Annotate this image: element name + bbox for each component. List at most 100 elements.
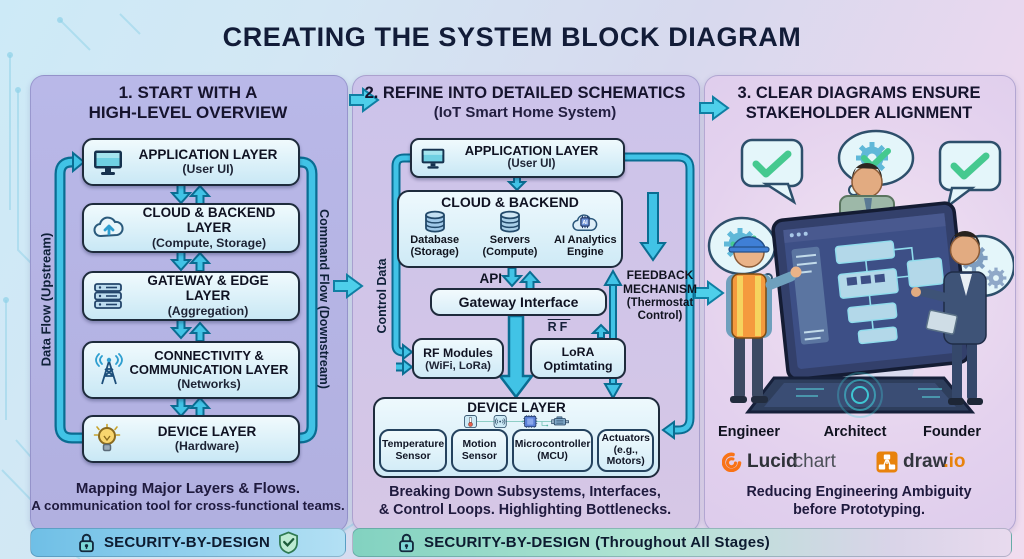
cloud-upload-icon	[93, 216, 124, 237]
device-circuit-icons	[464, 415, 570, 429]
cloud-item-label: Servers	[489, 234, 531, 246]
check-icon	[752, 150, 792, 178]
lucidchart-text-bold: Lucid	[747, 451, 798, 472]
speech-bubble-check-right	[938, 140, 1002, 210]
pill-line: Microcontroller	[514, 438, 591, 450]
app-layer-box: APPLICATION LAYER (User UI)	[410, 138, 625, 178]
panel3-heading-line1: 3. CLEAR DIAGRAMS ENSURE	[737, 84, 981, 102]
check-icon	[950, 152, 990, 180]
device-pill-microcontroller: Microcontroller (MCU)	[511, 429, 594, 472]
lucidchart-text-light: chart	[793, 451, 836, 472]
gateway-interface-label: Gateway Interface	[458, 294, 579, 310]
role-label-founder: Founder	[923, 424, 981, 440]
rf-modules-line2: (WiFi, LoRa)	[425, 359, 491, 372]
motor-icon	[551, 416, 569, 426]
lora-line2: Optimtating	[543, 358, 613, 373]
rf-modules-box: RF Modules (WiFi, LoRa)	[412, 338, 504, 379]
panel1-caption-line1: Mapping Major Layers & Flows.	[75, 480, 301, 497]
pill-line: Actuators	[601, 433, 650, 445]
feedback-line: MECHANISM	[623, 281, 697, 296]
layer-subtitle: (User UI)	[182, 162, 234, 177]
database-icon	[424, 210, 445, 233]
device-label-row: Temperature Sensor Motion Sensor Microco…	[375, 428, 658, 476]
layer-subtitle: (Compute, Storage)	[151, 235, 267, 250]
security-label: SECURITY-BY-DESIGN	[103, 534, 271, 551]
monitor-icon	[94, 150, 122, 175]
cloud-item-database: Database (Storage)	[399, 210, 471, 259]
feedback-mechanism-label: FEEDBACK MECHANISM (Thermostat Control)	[616, 268, 704, 323]
panel2-heading: 2. REFINE INTO DETAILED SCHEMATICS (IoT …	[352, 84, 698, 122]
shield-check-icon	[279, 531, 299, 554]
drawio-mark-icon	[876, 451, 898, 473]
gateway-interface-box: Gateway Interface	[430, 288, 607, 316]
gear-icon	[985, 267, 1007, 289]
panel1-heading-line2: HIGH-LEVEL OVERVIEW	[88, 103, 288, 123]
cloud-item-label: AI Analytics	[554, 234, 617, 246]
security-by-design-bar-1: SECURITY-BY-DESIGN	[30, 528, 346, 557]
cloud-backend-items: Database (Storage) Servers (Compute) AI …	[397, 210, 623, 259]
lucidchart-logo: Lucidchart	[722, 451, 836, 473]
panel1-heading: 1. START WITH A HIGH-LEVEL OVERVIEW	[30, 83, 346, 124]
lucidchart-mark-icon	[722, 452, 742, 472]
upstream-flow-label: Data Flow (Upstream)	[38, 232, 54, 367]
lock-icon	[399, 533, 414, 552]
downstream-flow-label: Command Flow (Downstream)	[317, 209, 331, 389]
antenna-icon	[95, 353, 123, 385]
motion-sensor-icon	[493, 415, 507, 429]
security-by-design-bar-2: SECURITY-BY-DESIGN (Throughout All Stage…	[352, 528, 1012, 557]
monitor-icon	[421, 148, 445, 169]
pill-line: Sensor	[461, 450, 498, 462]
feedback-line: Control)	[637, 309, 683, 322]
thermometer-icon	[464, 415, 478, 429]
panel3-caption-line1: Reducing Engineering Ambiguity	[746, 484, 972, 500]
layer-title: DEVICE LAYER	[157, 423, 257, 439]
layer-title: GATEWAY & EDGE LAYER	[147, 273, 269, 303]
cloud-item-ai-analytics: AI AI Analytics Engine	[549, 210, 621, 259]
pill-line: Temperature	[382, 438, 445, 450]
app-layer-title: APPLICATION LAYER	[464, 143, 599, 159]
drawio-text-accent: .io	[943, 451, 966, 472]
pill-line: (e.g., Motors)	[606, 444, 645, 468]
pill-line: Motion	[462, 438, 497, 450]
layer-subtitle: (Aggregation)	[167, 303, 249, 318]
role-label-architect: Architect	[823, 424, 887, 440]
rf-modules-line1: RF Modules	[423, 345, 493, 360]
panel2-caption-line2: & Control Loops. Highlighting Bottleneck…	[378, 502, 672, 518]
lora-optimizing-box: LoRA Optimtating	[530, 338, 626, 379]
rf-label: RF	[547, 320, 571, 334]
presentation-screen	[771, 201, 971, 382]
app-layer-subtitle: (User UI)	[507, 158, 556, 171]
layer-box-application: APPLICATION LAYER (User UI)	[82, 138, 300, 186]
cloud-item-label2: (Compute)	[482, 246, 538, 259]
drawio-logo: draw.io	[876, 451, 966, 473]
layer-box-cloud-backend: CLOUD & BACKEND LAYER (Compute, Storage)	[82, 203, 300, 253]
svg-text:AI: AI	[583, 220, 589, 226]
api-label: API	[479, 271, 502, 286]
cloud-backend-title: CLOUD & BACKEND	[441, 194, 579, 210]
cloud-item-servers: Servers (Compute)	[474, 210, 546, 259]
cloud-item-label2: (Storage)	[410, 246, 459, 259]
device-pill-temperature: Temperature Sensor	[379, 429, 448, 472]
layer-box-device: DEVICE LAYER (Hardware)	[82, 415, 300, 463]
layer-title: CONNECTIVITY & COMMUNICATION LAYER	[129, 347, 289, 377]
layer-title: APPLICATION LAYER	[138, 146, 278, 162]
panel2-caption-line1: Breaking Down Subsystems, Interfaces,	[389, 484, 661, 500]
panel3-heading-line2: STAKEHOLDER ALIGNMENT	[745, 103, 973, 122]
layer-subtitle: (Networks)	[177, 376, 241, 391]
page-title: CREATING THE SYSTEM BLOCK DIAGRAM	[222, 22, 802, 52]
engineer-figure	[726, 236, 802, 403]
panel3-heading: 3. CLEAR DIAGRAMS ENSURE STAKEHOLDER ALI…	[704, 84, 1014, 124]
ai-chip-cloud-icon: AI	[572, 214, 598, 231]
servers-icon	[500, 210, 520, 233]
pill-line: Sensor	[395, 450, 431, 462]
panel1-heading-line1: 1. START WITH A	[118, 83, 258, 102]
lock-icon	[79, 533, 94, 552]
speech-bubble-check-left	[740, 138, 804, 205]
device-pill-actuators: Actuators (e.g., Motors)	[597, 429, 654, 472]
drawio-text-dark: draw	[903, 451, 948, 472]
panel3-caption-line2: before Prototyping.	[793, 502, 925, 518]
stakeholder-illustration	[707, 129, 1014, 418]
layer-subtitle: (Hardware)	[174, 439, 240, 454]
device-layer-box: DEVICE LAYER	[373, 397, 660, 478]
control-data-label: Control Data	[375, 258, 389, 334]
